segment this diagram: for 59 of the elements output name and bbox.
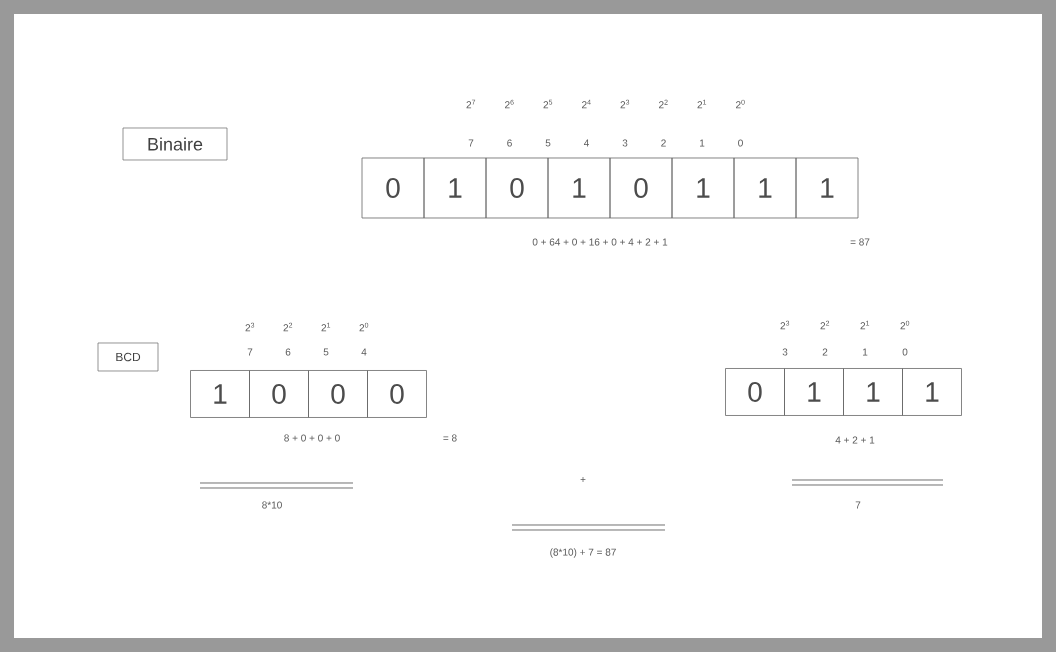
bit-index: 6 <box>285 348 291 356</box>
sum-expression: 4 + 2 + 1 <box>835 436 875 444</box>
power-label: 2$^{0}$ <box>359 322 369 332</box>
bit-cell: 1 <box>733 157 797 219</box>
power-label: 2$^{5}$ <box>543 99 553 109</box>
bit-cell: 0 <box>361 157 425 219</box>
power-label: 2$^{3}$ <box>780 320 790 330</box>
power-label: 2$^{7}$ <box>466 99 476 109</box>
power-label: 2$^{6}$ <box>505 99 514 109</box>
bit-cell: 1 <box>784 368 844 416</box>
bit-index: 3 <box>622 139 628 147</box>
bit-index: 0 <box>902 348 908 356</box>
power-label: 2$^{0}$ <box>736 99 745 109</box>
result-label: 7 <box>855 501 861 509</box>
bit-index: 7 <box>468 139 474 147</box>
sum-expression: 8 + 0 + 0 + 0 <box>284 434 340 442</box>
bit-index: 2 <box>822 348 828 356</box>
title-box: Binaire <box>122 127 228 161</box>
bit-cell: 1 <box>671 157 735 219</box>
power-label: 2$^{1}$ <box>860 320 870 330</box>
bit-index: 3 <box>782 348 788 356</box>
result-label: = 8 <box>443 434 457 442</box>
bit-cell: 1 <box>547 157 611 219</box>
bit-index: 2 <box>661 139 666 147</box>
bit-cell: 0 <box>308 370 368 418</box>
power-label: 2$^{3}$ <box>620 99 630 109</box>
bit-cell: 0 <box>249 370 309 418</box>
bit-index: 0 <box>738 139 743 147</box>
bit-cell: 0 <box>725 368 785 416</box>
power-label: 2$^{2}$ <box>820 320 830 330</box>
bit-index: 5 <box>545 139 551 147</box>
power-label: 2$^{2}$ <box>283 322 293 332</box>
bit-cell: 1 <box>423 157 487 219</box>
bit-index: 7 <box>247 348 253 356</box>
bit-index: 6 <box>507 139 512 147</box>
bit-cell: 1 <box>843 368 903 416</box>
power-label: 2$^{4}$ <box>582 99 591 109</box>
bit-cell: 1 <box>190 370 250 418</box>
bit-cell: 0 <box>485 157 549 219</box>
bit-index: 5 <box>323 348 329 356</box>
bit-cell: 0 <box>609 157 673 219</box>
product-label: 8*10 <box>262 501 282 509</box>
sum-expression: 0 + 64 + 0 + 16 + 0 + 4 + 2 + 1 <box>532 238 668 246</box>
power-label: 2$^{1}$ <box>697 99 707 109</box>
label-box: BCD <box>97 342 159 372</box>
bit-index: 4 <box>361 348 367 356</box>
power-label: 2$^{0}$ <box>900 320 910 330</box>
bit-index: 4 <box>583 139 589 147</box>
bit-cell: 0 <box>367 370 427 418</box>
bit-index: 1 <box>700 139 705 147</box>
power-label: 2$^{3}$ <box>245 322 255 332</box>
power-label: 2$^{1}$ <box>321 322 331 332</box>
total-expression: (8*10) + 7 = 87 <box>550 548 616 558</box>
bit-cell: 1 <box>902 368 962 416</box>
bit-cell: 1 <box>795 157 859 219</box>
bit-index: 1 <box>863 348 868 356</box>
power-label: 2$^{2}$ <box>659 99 668 109</box>
plus-sign: + <box>580 477 586 482</box>
result-label: = 87 <box>850 238 870 246</box>
